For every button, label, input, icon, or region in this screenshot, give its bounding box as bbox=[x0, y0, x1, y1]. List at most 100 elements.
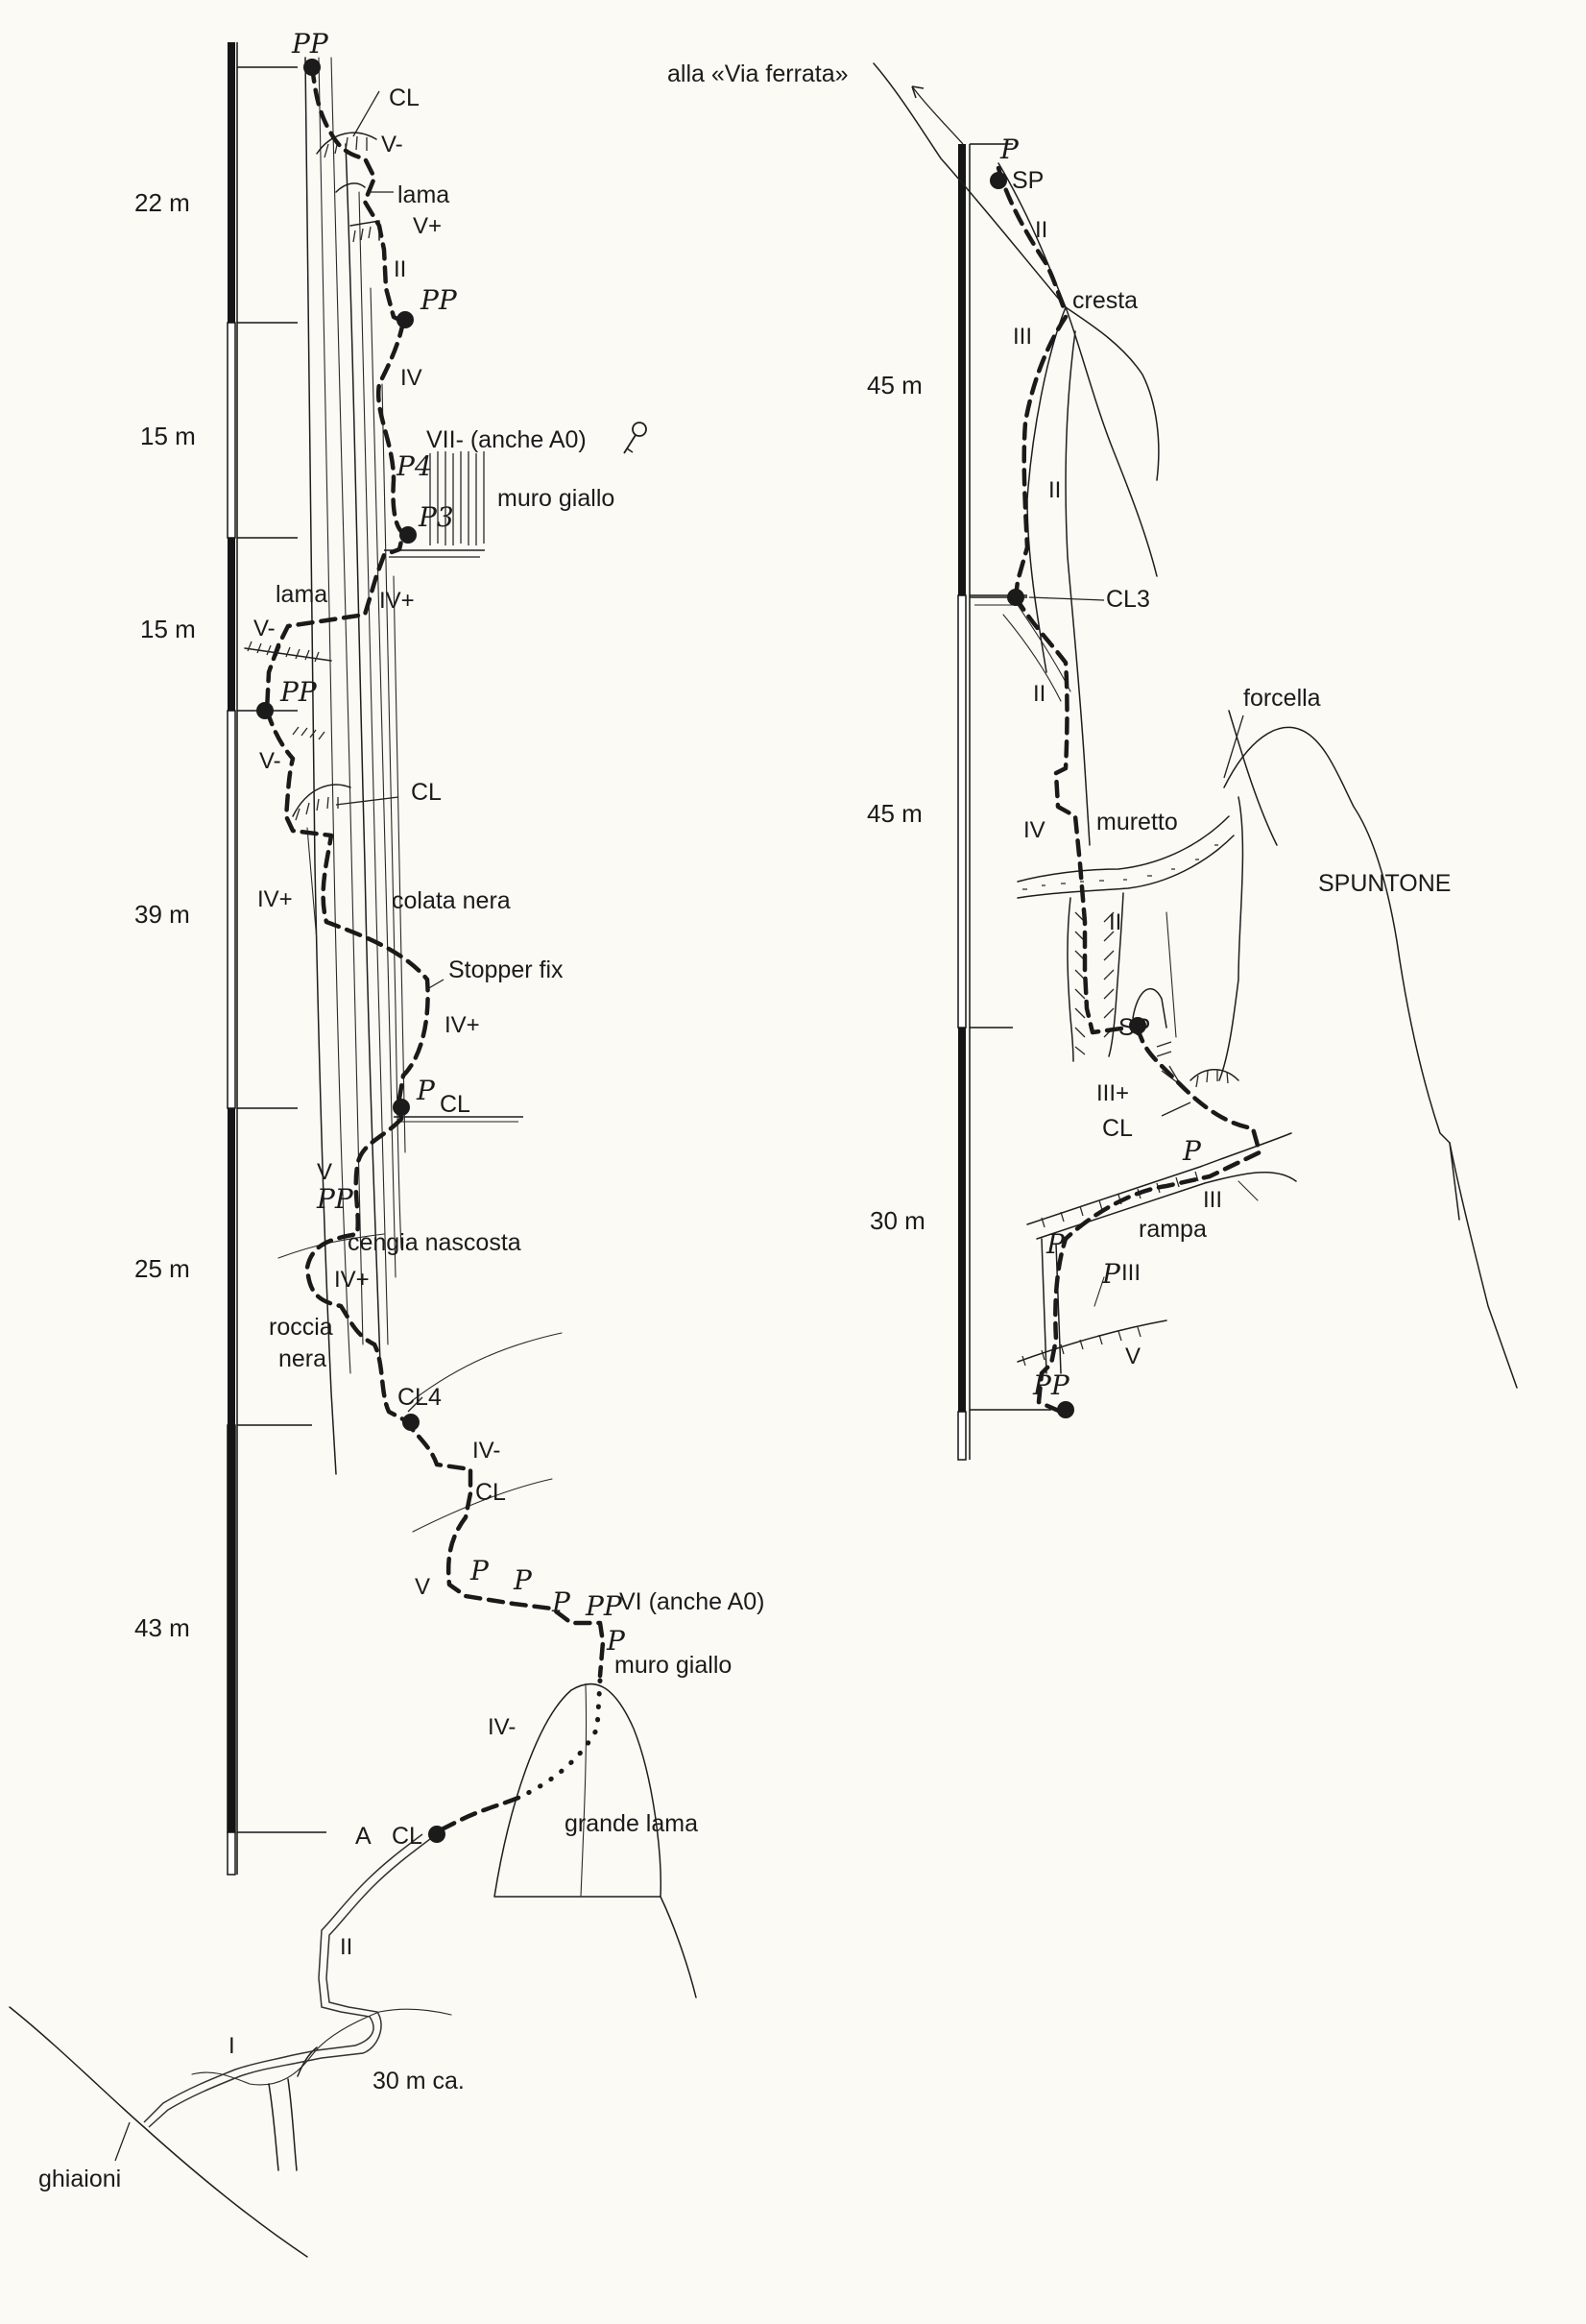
route-link-label: alla «Via ferrata» bbox=[667, 61, 849, 87]
piton-label: PP bbox=[291, 28, 329, 60]
grade-label: II bbox=[1109, 909, 1121, 935]
key-icon bbox=[623, 422, 647, 454]
grade-label: IV bbox=[1023, 817, 1045, 843]
piton-label: PP bbox=[1032, 1369, 1070, 1401]
piton-label: PP bbox=[420, 284, 458, 316]
grade-label: IV+ bbox=[334, 1267, 370, 1293]
grade-label: III bbox=[1013, 324, 1032, 350]
scale-label: 15 m bbox=[140, 422, 196, 450]
grade-label: IV+ bbox=[257, 886, 293, 912]
belay-label: CL3 bbox=[1106, 586, 1150, 613]
scale-label: 30 m bbox=[870, 1206, 925, 1235]
feature-label: colata nera bbox=[392, 887, 511, 914]
grade-label: II bbox=[1035, 217, 1047, 243]
belay-station bbox=[303, 59, 321, 76]
belay-station bbox=[428, 1826, 445, 1843]
right-leaders bbox=[911, 85, 1244, 1117]
left-belays bbox=[256, 59, 445, 1843]
belay-station bbox=[393, 1099, 410, 1116]
belay-station bbox=[1129, 1017, 1146, 1034]
grade-label: V bbox=[1125, 1344, 1141, 1369]
piton-label: P bbox=[606, 1625, 626, 1657]
feature-label: grande lama bbox=[565, 1810, 698, 1837]
feature-label: rampa bbox=[1139, 1216, 1207, 1243]
start-label: A bbox=[355, 1823, 372, 1850]
grade-label: IV bbox=[400, 365, 422, 391]
belay-station bbox=[256, 702, 274, 719]
piton-label: P bbox=[469, 1555, 490, 1586]
feature-label: roccia bbox=[269, 1314, 333, 1341]
piton-label: P bbox=[551, 1586, 571, 1618]
belay-station bbox=[990, 172, 1007, 189]
feature-label: lama bbox=[397, 182, 449, 208]
piton-label: P bbox=[1045, 1228, 1066, 1260]
belay-station bbox=[1007, 589, 1024, 606]
grade-label: III bbox=[1121, 1260, 1141, 1286]
grade-label: II bbox=[394, 256, 406, 282]
piton-label: P3 bbox=[418, 501, 454, 533]
muro-giallo-hatch bbox=[429, 451, 485, 545]
scale-label: 45 m bbox=[867, 371, 923, 399]
right-route-line bbox=[996, 165, 1262, 1415]
grade-label: II bbox=[1033, 681, 1045, 707]
grade-label: VI (anche A0) bbox=[619, 1588, 764, 1615]
feature-label: Stopper fix bbox=[448, 956, 564, 983]
feature-label: lama bbox=[276, 581, 327, 608]
left-scale-bar: 22 m 15 m 15 m 39 m 25 m 43 m bbox=[134, 42, 326, 1876]
scale-label: 43 m bbox=[134, 1613, 190, 1642]
piton-label: PP bbox=[585, 1590, 623, 1622]
piton-label: P bbox=[1101, 1258, 1121, 1290]
grade-label: I bbox=[228, 2033, 235, 2059]
right-scale-bar: 45 m 45 m 30 m bbox=[867, 143, 1051, 1461]
belay-station bbox=[396, 311, 414, 328]
piton-label: PP bbox=[279, 676, 318, 708]
distance-label: 30 m ca. bbox=[372, 2068, 465, 2094]
feature-label: SPUNTONE bbox=[1318, 870, 1451, 897]
belay-label: CL bbox=[1102, 1115, 1133, 1142]
belay-label: CL bbox=[440, 1091, 470, 1118]
grade-label: V+ bbox=[413, 213, 442, 239]
grade-label: II bbox=[1048, 477, 1061, 503]
grade-label: IV- bbox=[488, 1714, 516, 1740]
belay-label: CL bbox=[389, 85, 420, 111]
belay-label: CL bbox=[392, 1823, 422, 1850]
scale-label: 15 m bbox=[140, 615, 196, 643]
grade-label: III bbox=[1203, 1187, 1222, 1213]
belay-label: CL bbox=[411, 779, 442, 806]
feature-label: nera bbox=[278, 1345, 326, 1372]
grade-label: II bbox=[340, 1934, 352, 1960]
scale-label: 45 m bbox=[867, 799, 923, 828]
piton-label: P bbox=[999, 133, 1020, 165]
piton-label: P bbox=[1182, 1135, 1202, 1167]
grade-label: V- bbox=[259, 748, 281, 774]
right-belays bbox=[990, 172, 1146, 1418]
belay-label: CL4 bbox=[397, 1384, 442, 1411]
belay-station bbox=[402, 1414, 420, 1431]
belay-label: CL bbox=[475, 1479, 506, 1506]
grade-label: V bbox=[415, 1574, 430, 1600]
piton-label: PP bbox=[316, 1183, 354, 1215]
grade-label: IV+ bbox=[379, 588, 415, 614]
feature-label: cengia nascosta bbox=[348, 1229, 521, 1256]
feature-label: muretto bbox=[1096, 809, 1178, 835]
belay-label: SP bbox=[1118, 1014, 1150, 1041]
feature-label: ghiaioni bbox=[38, 2166, 121, 2192]
piton-label: P bbox=[513, 1564, 533, 1596]
feature-label: muro giallo bbox=[497, 485, 614, 512]
left-leaders bbox=[335, 90, 647, 1413]
grade-label: IV+ bbox=[445, 1012, 480, 1038]
right-rock-face bbox=[873, 62, 1518, 1389]
piton-label: P bbox=[416, 1075, 436, 1106]
muretto-band bbox=[1017, 815, 1235, 899]
feature-label: forcella bbox=[1243, 685, 1321, 712]
scale-label: 39 m bbox=[134, 900, 190, 929]
grade-label: V- bbox=[381, 132, 403, 157]
left-route-line bbox=[143, 64, 606, 2128]
belay-station bbox=[399, 526, 417, 544]
piton-label: P4 bbox=[396, 450, 432, 482]
left-rock-face bbox=[9, 57, 697, 2258]
scale-label: 25 m bbox=[134, 1254, 190, 1283]
belay-label: SP bbox=[1012, 167, 1044, 194]
left-labels: PP CL V- lama V+ II PP IV VII- (anche A0… bbox=[38, 28, 764, 2192]
